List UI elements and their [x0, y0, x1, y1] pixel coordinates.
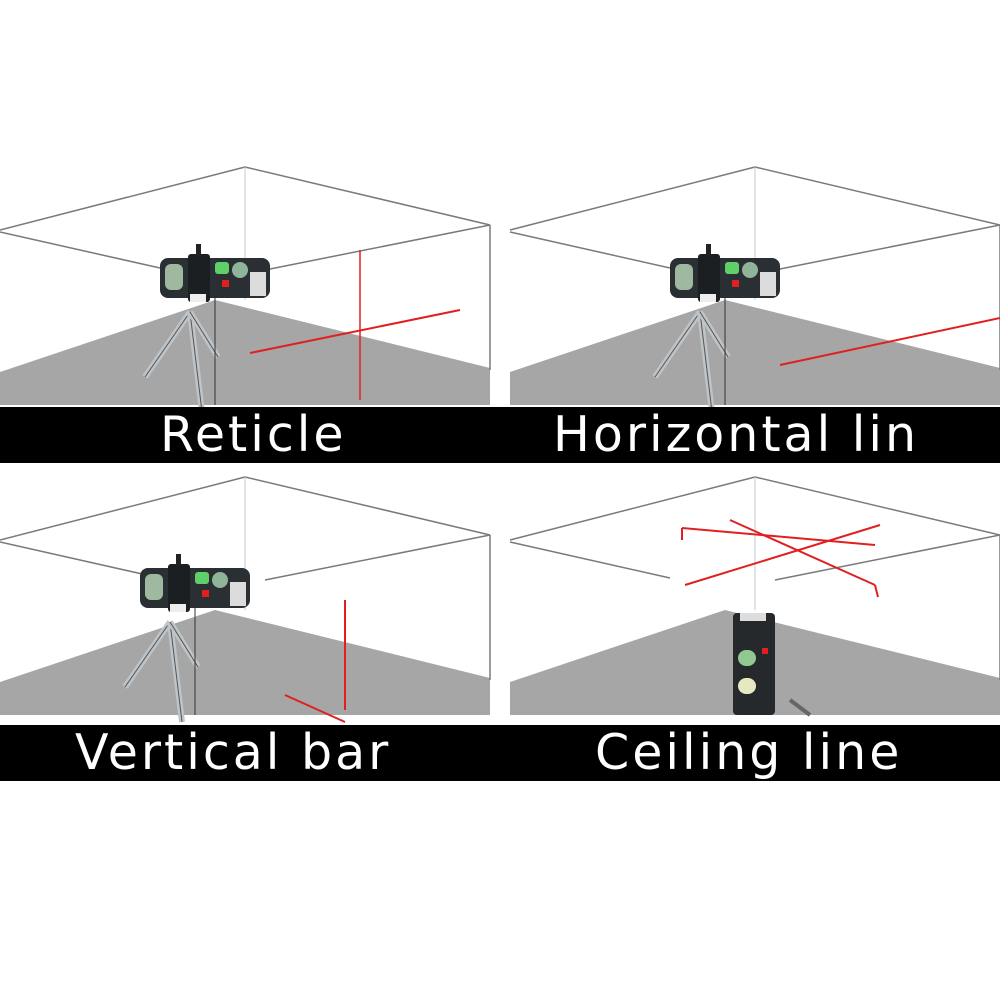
- bubble-vial: [165, 264, 183, 290]
- label-vertical-bar: Vertical bar: [75, 724, 392, 781]
- device-body: [733, 613, 775, 715]
- tripod-leg-edge: [169, 621, 199, 668]
- bubble-vial: [738, 678, 756, 694]
- laser-button: [732, 280, 739, 287]
- room-edge: [0, 541, 161, 579]
- bubble-vial: [738, 650, 756, 666]
- bubble-vial: [675, 264, 693, 290]
- tripod-leg-edge: [189, 311, 219, 358]
- laser-button: [222, 280, 229, 287]
- laser-horizontal-line: [779, 317, 1000, 366]
- laser-level-device: [670, 244, 780, 302]
- bubble-vial: [725, 262, 739, 274]
- floor: [510, 300, 1000, 405]
- room-panel-horizontal: [509, 166, 1000, 413]
- device-housing: [188, 254, 210, 302]
- label-bar-bottom: [0, 725, 1000, 781]
- label-reticle: Reticle: [160, 406, 347, 463]
- tape-window: [700, 294, 716, 302]
- room-edge: [509, 541, 671, 579]
- room-panel-reticle: [0, 166, 491, 413]
- tripod-leg-edge: [144, 311, 191, 378]
- room-edge: [244, 476, 491, 536]
- tripod-leg-edge: [654, 311, 701, 378]
- label-bar-top: [0, 407, 1000, 463]
- floor: [0, 300, 490, 405]
- tripod-leg-edge: [124, 621, 171, 688]
- room-edge: [774, 534, 1000, 581]
- room-edge: [754, 476, 1000, 536]
- tape-label: [760, 272, 776, 296]
- tape-window: [740, 613, 766, 621]
- tripod: [122, 620, 201, 723]
- room-edge: [509, 166, 756, 231]
- bubble-vial: [232, 262, 248, 278]
- device-knob: [176, 554, 181, 566]
- laser-ceiling-line: [729, 519, 876, 586]
- room-edge: [0, 476, 246, 541]
- bubble-vial: [742, 262, 758, 278]
- floor: [0, 610, 490, 715]
- room-edge: [0, 166, 246, 231]
- label-horizontal-line: Horizontal lin: [553, 406, 920, 463]
- tripod-leg: [788, 698, 812, 717]
- device-knob: [196, 244, 201, 256]
- device-housing: [698, 254, 720, 302]
- room-panel-ceiling: [509, 476, 1000, 717]
- tripod: [652, 310, 731, 413]
- laser-ceiling-line: [681, 527, 876, 546]
- laser-line: [874, 584, 879, 598]
- tripod-leg-edge: [699, 311, 713, 413]
- tripod-leg-edge: [189, 311, 203, 413]
- tape-label: [250, 272, 266, 296]
- tripod: [142, 310, 221, 413]
- laser-button: [202, 590, 209, 597]
- bubble-vial: [145, 574, 163, 600]
- room-edge: [754, 166, 1000, 226]
- bubble-vial: [215, 262, 229, 274]
- laser-level-device-upright: [733, 613, 775, 715]
- room-panel-vertical: [0, 476, 491, 723]
- tape-label: [230, 582, 246, 606]
- laser-floor-line: [284, 694, 346, 723]
- laser-ceiling-line: [684, 524, 881, 586]
- laser-button: [762, 648, 768, 654]
- room-edge: [244, 166, 491, 226]
- device-housing: [168, 564, 190, 612]
- tape-window: [170, 604, 186, 612]
- label-ceiling-line: Ceiling line: [595, 724, 903, 781]
- tripod-leg-edge: [169, 621, 183, 723]
- bubble-vial: [195, 572, 209, 584]
- laser-level-device: [140, 554, 250, 612]
- room-edge: [264, 534, 491, 581]
- room-edge: [774, 224, 1000, 271]
- room-edge: [509, 476, 756, 541]
- laser-horizontal-line: [249, 309, 461, 354]
- room-edge: [509, 231, 671, 269]
- room-edge: [0, 231, 161, 269]
- tripod-leg-edge: [699, 311, 729, 358]
- bubble-vial: [212, 572, 228, 588]
- device-knob: [706, 244, 711, 256]
- tape-window: [190, 294, 206, 302]
- laser-level-device: [160, 244, 270, 302]
- room-edge: [264, 224, 491, 271]
